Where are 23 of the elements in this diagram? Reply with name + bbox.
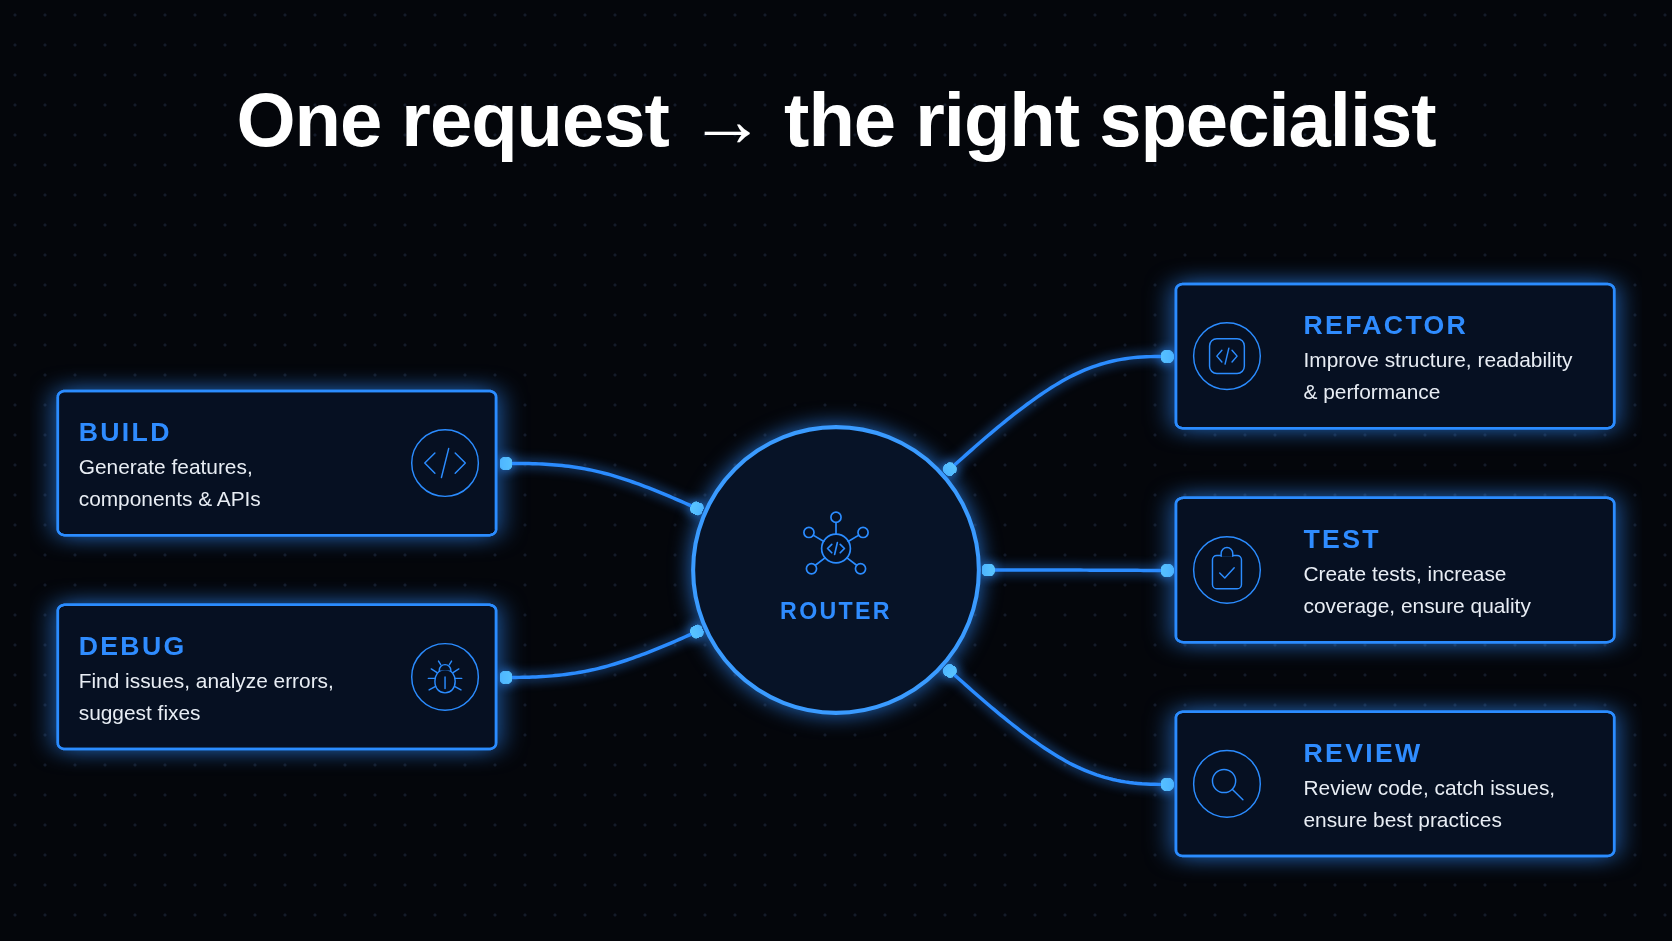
card-description: Create tests, increase coverage, ensure quality — [1303, 562, 1531, 617]
hub-label: ROUTER — [780, 597, 892, 624]
card-description: Generate features, components & APIs — [78, 455, 261, 510]
card-heading: TEST — [1303, 523, 1381, 554]
specialist-card — [56, 389, 498, 537]
card-heading: DEBUG — [78, 630, 187, 661]
card-heading: REVIEW — [1303, 737, 1423, 768]
specialist-card — [1174, 710, 1616, 858]
connector-line — [981, 563, 1175, 578]
specialist-card — [1174, 282, 1616, 430]
title: One request → the right specialist — [236, 78, 1436, 162]
connector-line — [942, 349, 1175, 477]
connector-line — [498, 624, 704, 685]
specialist-card — [1174, 496, 1616, 644]
connector-line — [942, 663, 1175, 792]
card-description: Improve structure, readability & performance — [1303, 348, 1574, 403]
connector-line — [498, 456, 704, 516]
card-description: Review code, catch issues, ensure best practices — [1303, 776, 1557, 831]
card-description: Find issues, analyze errors, suggest fixes — [78, 669, 335, 724]
specialist-card — [56, 603, 498, 751]
card-heading: REFACTOR — [1303, 309, 1469, 340]
card-heading: BUILD — [78, 416, 172, 447]
hub-circle — [691, 425, 981, 715]
